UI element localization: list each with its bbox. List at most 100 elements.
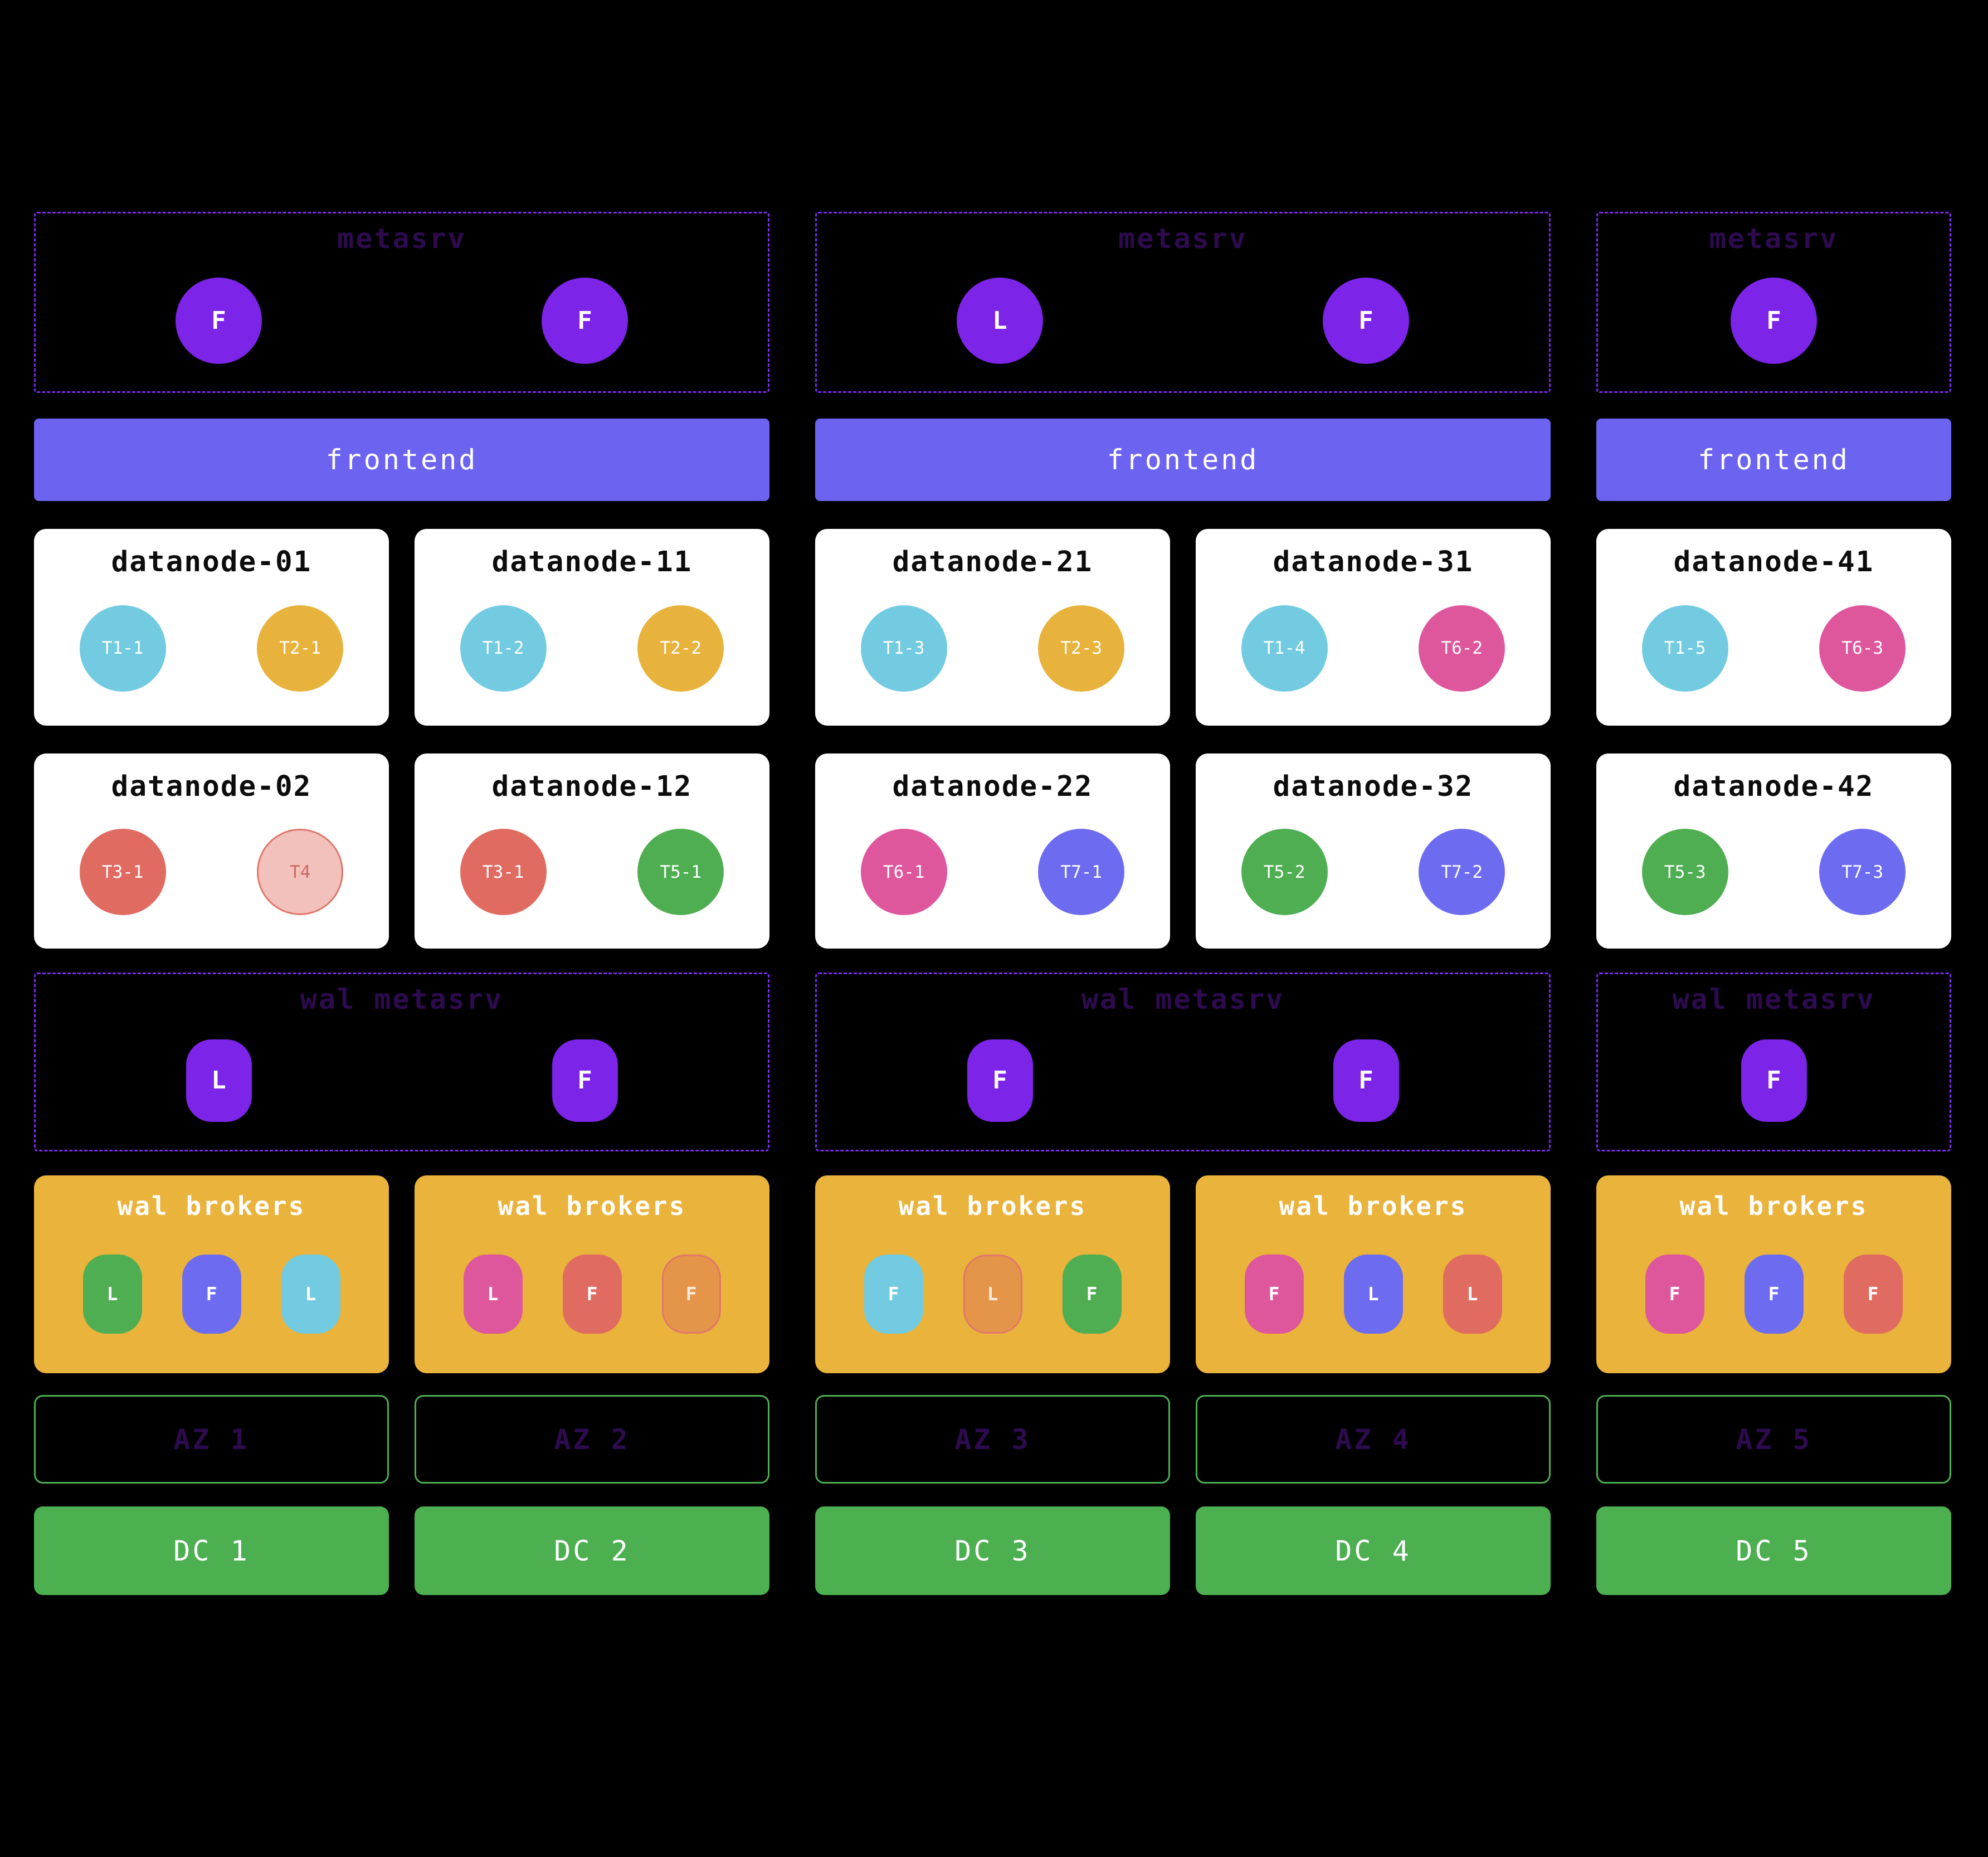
metasrv-title: metasrv [1709,222,1839,255]
metasrv-box-1: metasrv F F [34,212,769,393]
region-chips: T6-1 T7-1 [815,803,1170,949]
datanode-22-box: datanode-22 T6-1 T7-1 [815,754,1170,949]
datanode-31-box: datanode-31 T1-4 T6-2 [1196,529,1551,726]
datanode-41-box: datanode-41 T1-5 T6-3 [1596,529,1951,726]
broker-pills: F L F [815,1221,1170,1373]
datanode-row-2: datanode-02 T3-1 T4 datanode-12 T3-1 T5-… [34,754,1951,949]
wal-brokers-title: wal brokers [1279,1191,1468,1221]
broker-pill: F [864,1254,923,1334]
wal-brokers-title: wal brokers [898,1191,1087,1221]
wal-metasrv-follower-node: F [552,1039,618,1122]
datanode-title: datanode-21 [892,546,1093,579]
region-chip: T5-2 [1241,829,1328,915]
region-chip: T2-3 [1038,605,1125,692]
metasrv-follower-node: F [1731,278,1817,364]
az-5-box: AZ 5 [1596,1395,1951,1484]
region-chip: T3-1 [79,829,166,915]
wal-brokers-box-3: wal brokers F L F [815,1175,1170,1373]
broker-pill: L [281,1254,340,1334]
datanode-42-box: datanode-42 T5-3 T7-3 [1596,754,1951,949]
region-chip: T1-2 [460,605,547,692]
broker-pill: F [1062,1254,1122,1334]
broker-pill: F [562,1254,622,1334]
wal-metasrv-nodes: F F [817,1015,1549,1150]
wal-brokers-box-1: wal brokers L F L [34,1175,389,1373]
region-chip: T7-1 [1038,829,1125,915]
datanode-11-box: datanode-11 T1-2 T2-2 [415,529,769,726]
datanode-title: datanode-31 [1273,546,1474,579]
region-chip: T6-1 [860,829,947,915]
broker-pill: F [182,1254,241,1334]
region-chips: T3-1 T4 [34,803,389,949]
dc-row: DC 1 DC 2 DC 3 DC 4 DC 5 [34,1506,1951,1595]
region-chip: T7-3 [1819,829,1906,915]
dc-4-box: DC 4 [1196,1506,1551,1595]
metasrv-title: metasrv [1118,222,1248,255]
datanode-01-box: datanode-01 T1-1 T2-1 [34,529,389,726]
region-chips: T1-5 T6-3 [1596,579,1951,726]
broker-pills: F F F [1596,1221,1951,1373]
datanode-32-box: datanode-32 T5-2 T7-2 [1196,754,1551,949]
dc-5-box: DC 5 [1596,1506,1951,1595]
datanode-title: datanode-12 [491,770,693,803]
az-row: AZ 1 AZ 2 AZ 3 AZ 4 AZ 5 [34,1395,1951,1484]
wal-metasrv-follower-node: F [1333,1039,1399,1122]
broker-pill: L [1443,1254,1502,1334]
datanode-12-box: datanode-12 T3-1 T5-1 [415,754,769,949]
az-2-box: AZ 2 [415,1395,769,1484]
wal-metasrv-box-1: wal metasrv L F [34,973,769,1151]
wal-metasrv-title: wal metasrv [1081,983,1285,1015]
metasrv-leader-node: L [957,278,1043,364]
region-chip: T1-5 [1641,605,1728,692]
region-chip: T6-3 [1819,605,1906,692]
datanode-title: datanode-02 [111,770,312,803]
broker-pill: L [82,1254,142,1334]
datanode-title: datanode-01 [111,546,312,579]
wal-brokers-box-5: wal brokers F F F [1596,1175,1951,1373]
metasrv-title: metasrv [337,222,466,255]
wal-metasrv-nodes: L F [36,1015,768,1150]
architecture-diagram: metasrv F F metasrv L F metasrv F fronte… [34,212,1951,1595]
region-chip: T1-3 [860,605,947,692]
metasrv-box-3: metasrv F [1596,212,1951,393]
wal-metasrv-box-3: wal metasrv F [1596,973,1951,1151]
wal-metasrv-title: wal metasrv [1672,983,1875,1015]
wal-metasrv-follower-node: F [967,1039,1033,1122]
region-chip: T6-2 [1419,605,1505,692]
dc-1-box: DC 1 [34,1506,389,1595]
wal-brokers-box-4: wal brokers F L L [1196,1175,1551,1373]
broker-pill: F [1645,1254,1704,1334]
frontend-bar-2: frontend [815,419,1551,501]
region-chips: T5-3 T7-3 [1596,803,1951,949]
datanode-title: datanode-22 [892,770,1093,803]
az-3-box: AZ 3 [815,1395,1170,1484]
region-chips: T5-2 T7-2 [1196,803,1551,949]
region-chip: T5-1 [637,829,724,915]
wal-brokers-row: wal brokers L F L wal brokers L F F wal … [34,1175,1951,1373]
datanode-21-box: datanode-21 T1-3 T2-3 [815,529,1170,726]
wal-metasrv-follower-node: F [1741,1039,1807,1122]
region-chip: T2-1 [257,605,344,692]
dc-3-box: DC 3 [815,1506,1170,1595]
broker-pill: F [1244,1254,1304,1334]
metasrv-follower-node: F [542,278,628,364]
metasrv-box-2: metasrv L F [815,212,1551,393]
wal-metasrv-leader-node: L [186,1039,252,1122]
region-chips: T3-1 T5-1 [415,803,769,949]
wal-brokers-title: wal brokers [117,1191,306,1221]
datanode-title: datanode-42 [1673,770,1874,803]
datanode-title: datanode-11 [491,546,693,579]
broker-pill: L [463,1254,523,1334]
broker-pill-ghost: L [963,1254,1022,1334]
dc-2-box: DC 2 [415,1506,769,1595]
wal-metasrv-row: wal metasrv L F wal metasrv F F wal meta… [34,973,1951,1151]
datanode-02-box: datanode-02 T3-1 T4 [34,754,389,949]
az-1-box: AZ 1 [34,1395,389,1484]
metasrv-follower-node: F [176,278,262,364]
region-chips: T1-3 T2-3 [815,579,1170,726]
datanode-row-1: datanode-01 T1-1 T2-1 datanode-11 T1-2 T… [34,529,1951,726]
region-chip: T5-3 [1641,829,1728,915]
az-4-box: AZ 4 [1196,1395,1551,1484]
region-chip: T3-1 [460,829,547,915]
metasrv-nodes: F F [36,255,768,391]
